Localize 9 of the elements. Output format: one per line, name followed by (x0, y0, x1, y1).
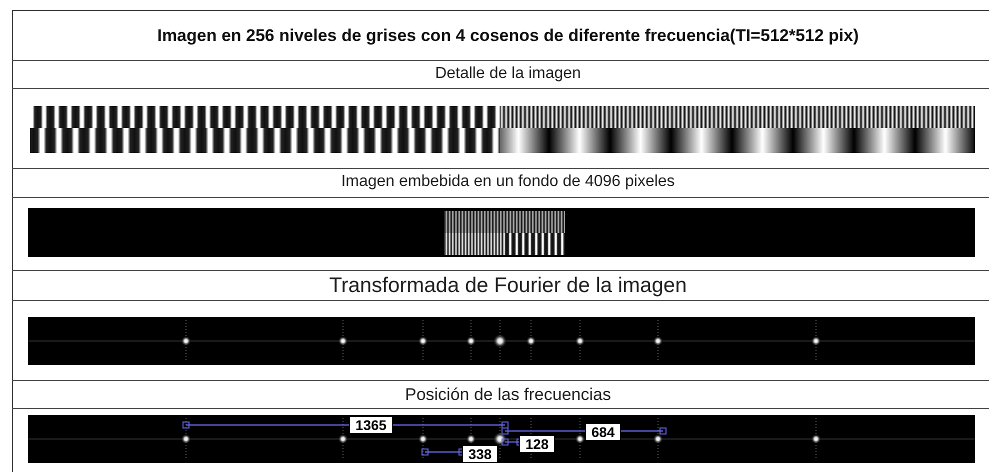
section-heading: Imagen embebida en un fondo de 4096 pixeles (341, 174, 675, 190)
title: Imagen en 256 niveles de grises con 4 cosenos de diferente frecuencia(TI=512*512 pix) (157, 26, 859, 44)
section-heading: Posición de las frecuencias (404, 386, 611, 402)
dimension-value: 128 (519, 435, 555, 453)
section-heading: Detalle de la imagen (435, 66, 581, 82)
dimension-value: 684 (585, 423, 621, 441)
dimension-value: 338 (462, 445, 498, 463)
dimension-value: 1365 (349, 416, 393, 434)
section-heading: Transformada de Fourier de la imagen (329, 274, 687, 296)
